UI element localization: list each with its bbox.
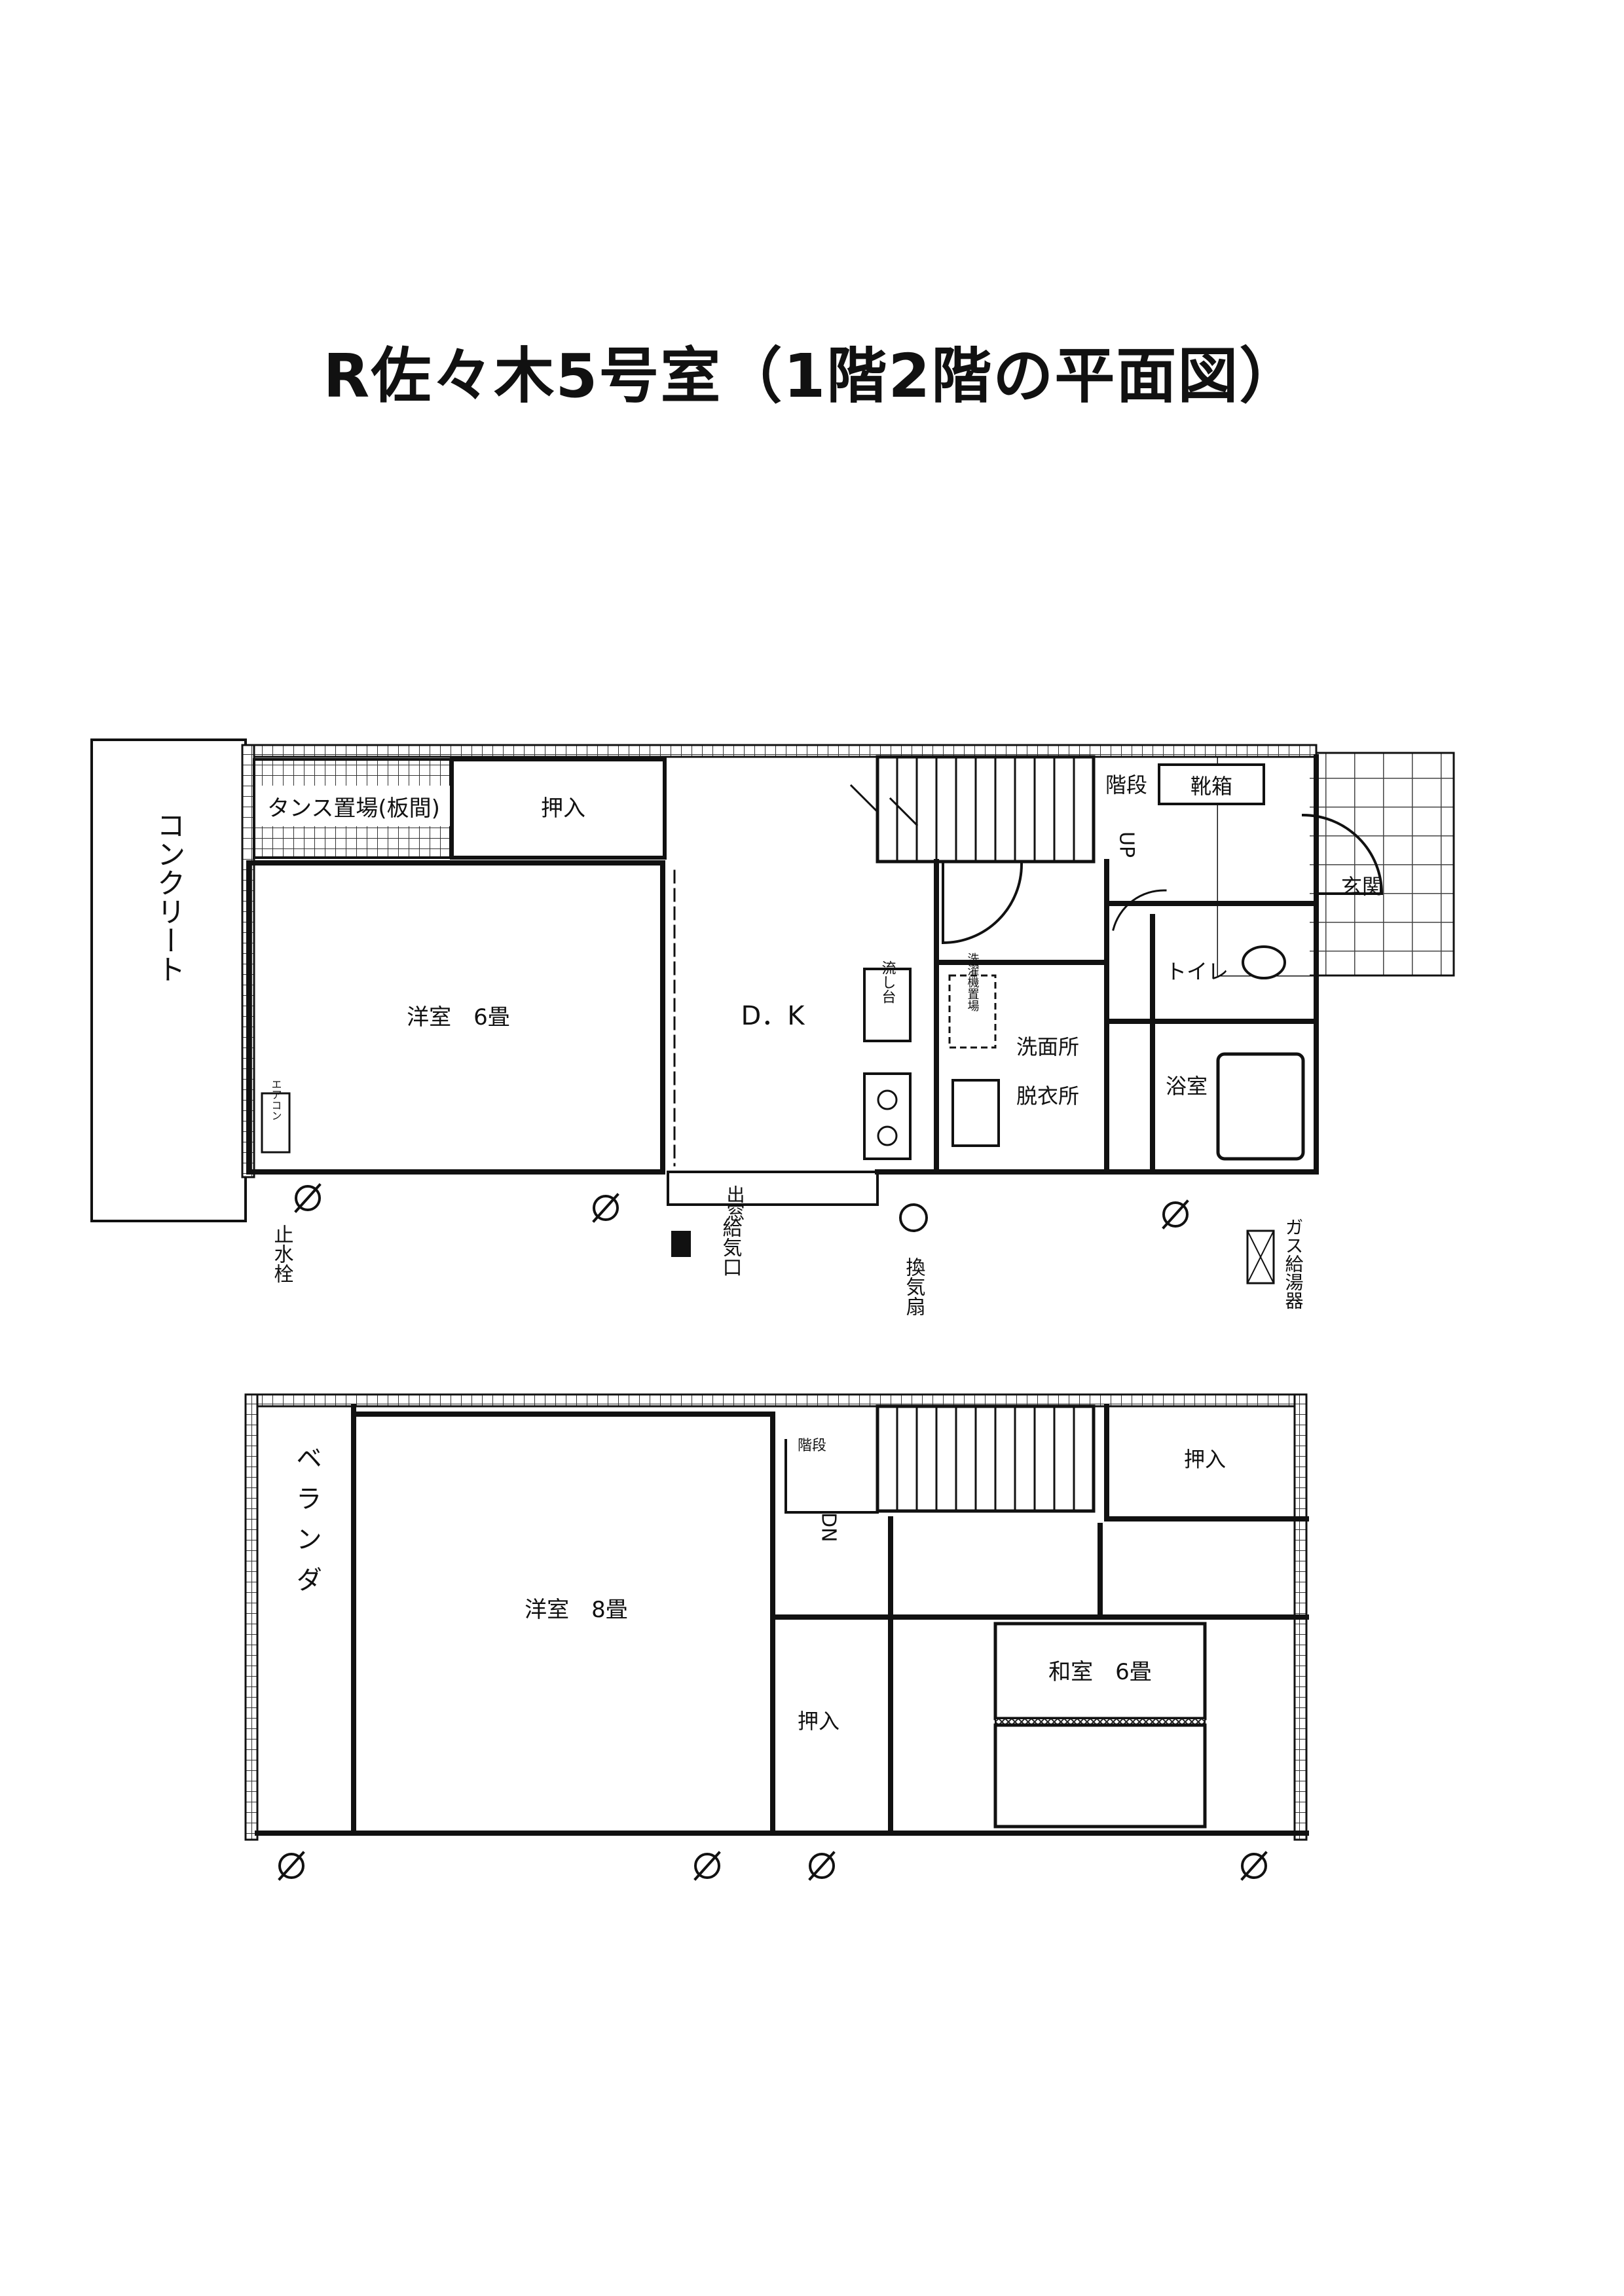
stairs-2f: 階段 DN <box>784 1404 1096 1542</box>
floor-2-plan: ベランダ 洋室 8畳 階段 DN 押入 押入 和室 6畳 <box>244 1393 1309 1881</box>
concrete-area <box>90 738 247 1222</box>
washroom-label: 洗面所 <box>1016 1034 1079 1059</box>
aircon-label: エアコン <box>270 1079 282 1121</box>
hydrant-label: 止水栓 <box>270 1224 294 1283</box>
toilet-bowl <box>1242 945 1286 979</box>
western-room-label: 洋室 6畳 <box>407 1004 510 1030</box>
aircon-unit <box>261 1092 291 1154</box>
closet-b-label: 押入 <box>798 1709 840 1734</box>
bathtub <box>1216 1052 1305 1161</box>
western-room-8-label: 洋室 8畳 <box>525 1597 628 1623</box>
up-label: UP <box>1115 831 1138 858</box>
shoe-box-label: 靴箱 <box>1190 774 1232 799</box>
stairs-1f: 階段 UP <box>849 755 1147 864</box>
dressing-label: 脱衣所 <box>1016 1084 1079 1108</box>
closet-a-label: 押入 <box>1184 1447 1226 1472</box>
stairs-label: 階段 <box>1105 773 1147 797</box>
concrete-label: コンクリート <box>152 811 185 983</box>
ground-marks <box>294 1183 1189 1232</box>
washer-label: 洗濯機置場 <box>966 953 980 1012</box>
page-title: R佐々木5号室（1階2階の平面図） <box>323 341 1301 411</box>
ground-marks-2f <box>278 1851 1268 1881</box>
veranda-label: ベランダ <box>291 1444 322 1607</box>
gas-heater-label: ガス給湯器 <box>1283 1218 1304 1309</box>
toilet-label: トイレ <box>1166 959 1228 984</box>
entrance-label: 玄関 <box>1341 874 1383 899</box>
storage-label: タンス置場(板間) <box>267 795 440 822</box>
down-label: DN <box>817 1512 840 1542</box>
bath-label: 浴室 <box>1166 1074 1208 1099</box>
sink-label: 流し台 <box>879 960 896 1004</box>
closet-label: 押入 <box>541 795 585 822</box>
floor-1-plan: コンクリート タンス置場(板間) 押入 洋室 6畳 エアコン D．K 階段 UP <box>90 738 1455 1316</box>
exhaust-fan-label: 換気扇 <box>902 1257 926 1316</box>
vent-inlet-label: 給気口 <box>719 1218 742 1277</box>
stairs-2f-label: 階段 <box>798 1438 826 1454</box>
dk-label: D．K <box>741 1001 805 1031</box>
window-label: 出窓 <box>724 1185 746 1222</box>
japanese-room-label: 和室 6畳 <box>1048 1659 1152 1685</box>
